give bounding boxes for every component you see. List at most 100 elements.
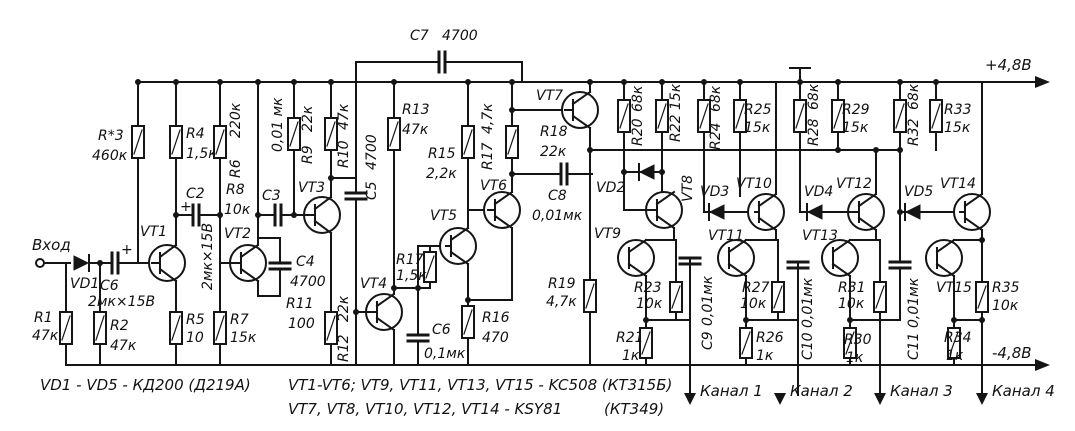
resistor-r15-name: R15: [428, 146, 456, 162]
capacitor-c8-name: C8: [548, 188, 567, 204]
diode-vd2-symbol: [638, 164, 655, 180]
resistor-hatch: [895, 103, 905, 129]
resistor-r9-value: 22к: [300, 105, 316, 132]
resistor-r12-value: 22к: [336, 295, 352, 322]
wire: [313, 195, 333, 211]
diode-vd1-symbol: [73, 255, 90, 271]
wire: [727, 262, 748, 278]
junction-dot: [173, 79, 179, 85]
resistor-r1-name: R1: [34, 310, 53, 326]
junction-dot: [415, 285, 421, 291]
junction-dot: [979, 237, 985, 243]
resistor-hatch: [671, 285, 681, 309]
resistor-r34-value: 1к: [946, 348, 964, 364]
channel-2-arrow: [774, 393, 786, 405]
resistor-hatch: [61, 315, 71, 341]
negative-rail-arrow: [1035, 359, 1050, 371]
junction-dot: [797, 79, 803, 85]
resistor-r28-name: R28: [806, 118, 822, 146]
resistor-hatch: [773, 285, 783, 309]
capacitor-c9-name: C9: [700, 331, 716, 350]
resistor-hatch: [833, 103, 843, 129]
note-pnp: VT7, VT8, VT10, VT12, VT14 - KSY81: [288, 400, 562, 418]
junction-dot: [509, 171, 515, 177]
resistor-r18-value: 22к: [540, 144, 567, 160]
transistor-vt9-body: [617, 239, 655, 277]
resistor-r25-value: 15к: [744, 120, 771, 136]
transistor-vt11-body: [717, 239, 755, 277]
wire: [963, 216, 984, 232]
resistor-hatch: [795, 103, 805, 129]
resistor-r19-name: R19: [548, 276, 576, 292]
junction-dot: [587, 147, 593, 153]
resistor-r29-name: R29: [842, 102, 870, 118]
junction-dot: [979, 317, 985, 323]
resistor-hatch: [657, 103, 667, 129]
capacitor-c8-value: 0,01мк: [532, 208, 583, 224]
transistor-vt1-body: [148, 244, 186, 282]
resistor-r28-value: 68к: [806, 83, 822, 110]
resistor-r1-value: 47к: [32, 328, 59, 344]
wire: [831, 262, 852, 278]
resistor-hatch: [215, 129, 225, 155]
resistor-r17-name: R17: [480, 142, 496, 170]
junction-dot: [933, 79, 939, 85]
resistor-r4-value: 1,5к: [186, 146, 217, 162]
resistor-r8-value: 10к: [224, 202, 251, 218]
resistor-hatch: [507, 129, 517, 155]
resistor-r11-name: R11: [286, 296, 314, 312]
resistor-r3-name: R*3: [98, 128, 124, 144]
capacitor-c1-plus: +: [121, 242, 133, 258]
resistor-r10-name: R10: [336, 140, 352, 168]
resistor-hatch: [735, 103, 745, 129]
junction-dot: [255, 79, 261, 85]
resistor-r11-value: 100: [288, 316, 315, 332]
junction-dot: [465, 297, 471, 303]
resistor-r21-value: 1к: [622, 348, 640, 364]
resistor-r5-name: R5: [186, 312, 205, 328]
transistor-vt12-label: VT12: [836, 176, 872, 192]
channel-4-label: Канал 4: [992, 382, 1055, 400]
channel-1-label: Канал 1: [700, 382, 763, 400]
transistor-vt5-body: [439, 227, 477, 265]
diode-vd1-label: VD1: [70, 276, 99, 292]
capacitor-c11-value: 0,01мк: [906, 277, 922, 328]
resistor-r33-value: 15к: [944, 120, 971, 136]
junction-dot: [847, 317, 853, 323]
junction-dot: [897, 79, 903, 85]
resistor-r19-value: 4,7к: [546, 294, 577, 310]
capacitor-c7-name: C7: [410, 28, 429, 44]
resistor-r29-value: 15к: [842, 120, 869, 136]
resistor-r21-name: R21: [616, 330, 644, 346]
capacitor-c1-name: C6: [100, 278, 119, 294]
input-label: Вход: [32, 236, 71, 254]
input-terminal: [35, 258, 45, 268]
resistor-r2-name: R2: [110, 318, 129, 334]
positive-rail-arrow: [1035, 76, 1050, 88]
resistor-r23-value: 10к: [636, 296, 663, 312]
transistor-vt9-label: VT9: [594, 226, 621, 242]
resistor-r16-name: R16: [482, 310, 510, 326]
resistor-r15-value: 2,2к: [426, 166, 457, 182]
wire: [935, 262, 956, 278]
junction-dot: [217, 79, 223, 85]
resistor-r9-name: R9: [300, 145, 316, 164]
transistor-vt1-label: VT1: [140, 224, 167, 240]
resistor-r20-name: R20: [630, 118, 646, 146]
diode-vd4-label: VD4: [804, 184, 833, 200]
resistor-r2-value: 47к: [110, 338, 137, 354]
channel-3-arrow: [874, 393, 886, 405]
capacitor-c2-value: 2мк×15В: [200, 223, 216, 290]
wire: [375, 316, 396, 332]
transistor-vt2-label: VT2: [224, 226, 251, 242]
capacitor-c7-value: 4700: [442, 28, 478, 44]
capacitor-c6-value: 0,1мк: [424, 346, 466, 362]
resistor-r30-name: R30: [844, 332, 872, 348]
junction-dot: [509, 79, 515, 85]
wire: [158, 267, 178, 283]
resistor-r24-value: 68к: [708, 85, 724, 112]
resistor-hatch: [949, 331, 959, 355]
transistor-vt11-label: VT11: [708, 228, 744, 244]
wire: [963, 192, 984, 208]
